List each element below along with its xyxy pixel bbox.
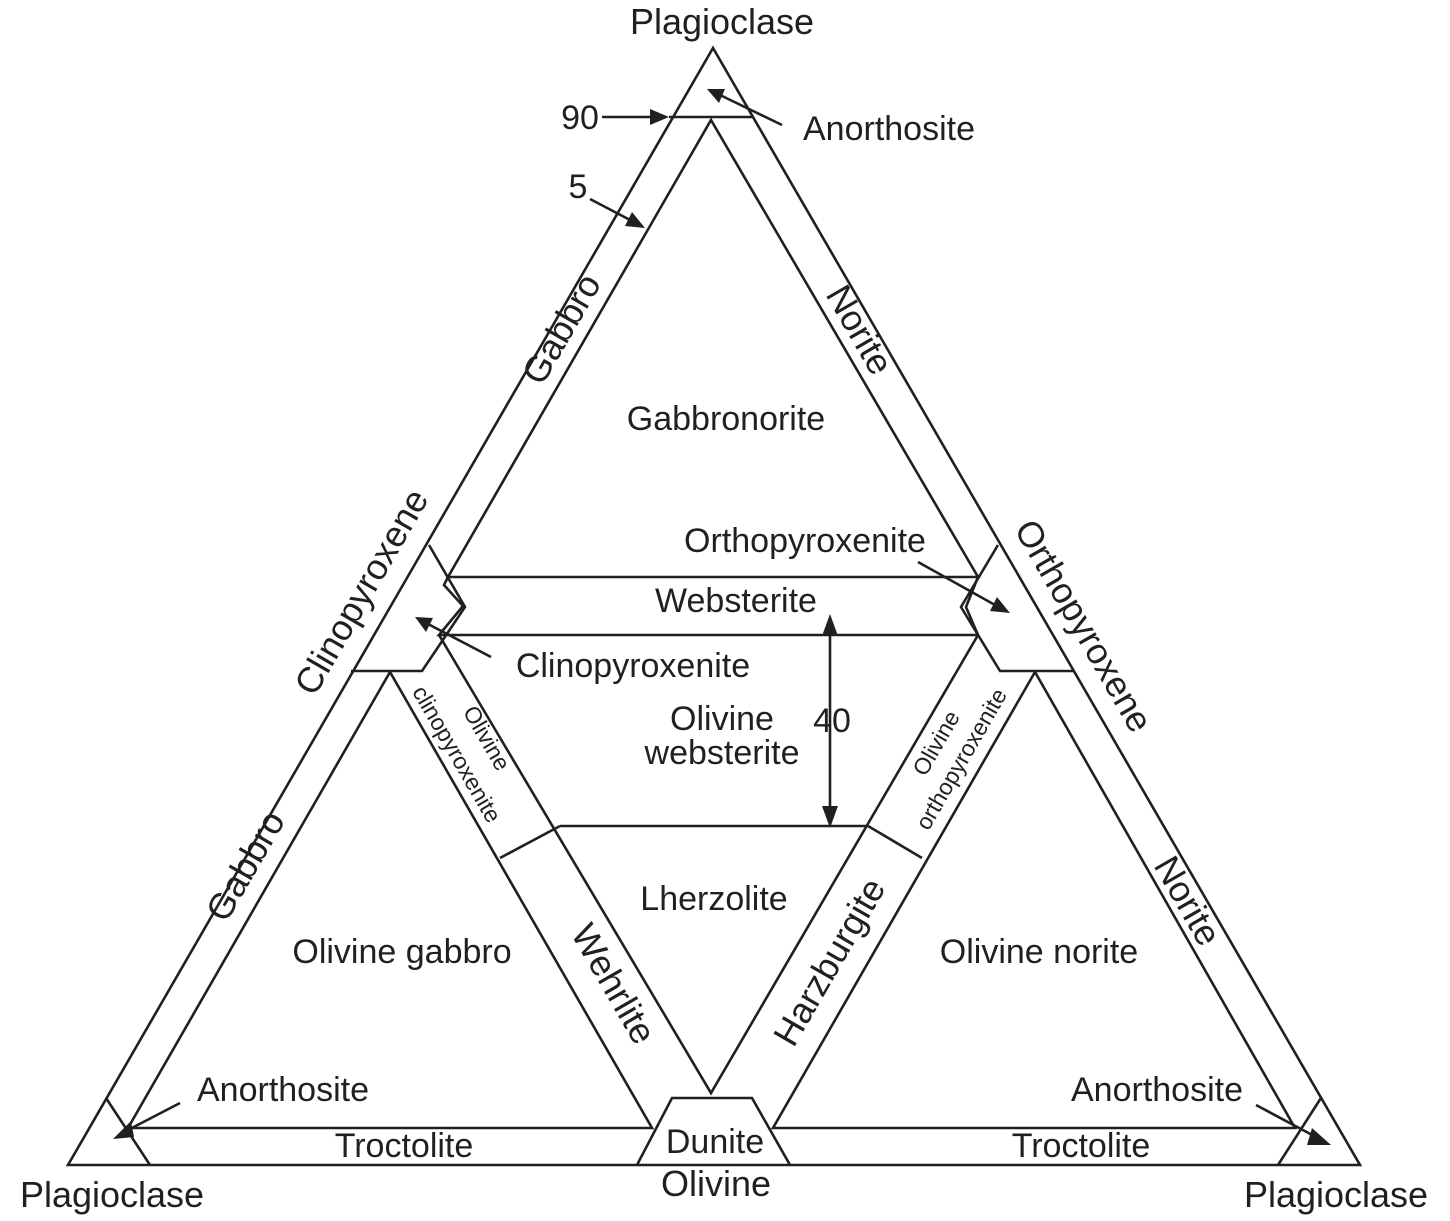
marker-40: 40 bbox=[813, 702, 851, 740]
inner-inverted-triangle bbox=[437, 634, 980, 1096]
region-norite-upper: Norite bbox=[818, 278, 902, 382]
region-troctolite-right: Troctolite bbox=[1012, 1127, 1151, 1165]
region-clinopyroxenite: Clinopyroxenite bbox=[516, 647, 750, 685]
right-anorthosite-corner bbox=[1276, 1097, 1323, 1166]
vertex-label-bottom: Olivine bbox=[661, 1163, 771, 1204]
vertex-label-right: Plagioclase bbox=[1244, 1174, 1428, 1215]
region-dunite: Dunite bbox=[666, 1123, 764, 1161]
region-gabbronorite: Gabbronorite bbox=[627, 400, 825, 438]
region-anorthosite-top: Anorthosite bbox=[803, 110, 975, 148]
vertex-label-left: Plagioclase bbox=[20, 1174, 204, 1215]
outer-triangle bbox=[65, 45, 1363, 1167]
region-olivine-websterite-line1: Olivine bbox=[670, 700, 774, 738]
edge-label-clinopyroxene: Clinopyroxene bbox=[286, 482, 437, 702]
arrows bbox=[113, 89, 1331, 1145]
vertex-label-top: Plagioclase bbox=[630, 1, 814, 42]
region-olivine-gabbro: Olivine gabbro bbox=[292, 933, 511, 971]
region-orthopyroxenite: Orthopyroxenite bbox=[684, 522, 926, 560]
lower-left-triangle bbox=[125, 669, 655, 1130]
region-troctolite-left: Troctolite bbox=[335, 1127, 474, 1165]
region-olivine-norite: Olivine norite bbox=[940, 933, 1138, 971]
region-olivine-websterite-line2: websterite bbox=[644, 734, 800, 772]
region-wehrlite: Wehrlite bbox=[563, 917, 664, 1051]
region-norite-lower: Norite bbox=[1146, 849, 1230, 953]
dunite-trapezoid bbox=[635, 1096, 792, 1166]
olivine-orthopyroxenite-divider bbox=[867, 824, 923, 860]
region-gabbro-upper: Gabbro bbox=[513, 267, 609, 391]
orthopyroxenite-box bbox=[959, 544, 1074, 673]
marker-5: 5 bbox=[569, 168, 588, 206]
region-websterite: Websterite bbox=[655, 582, 817, 620]
olivine-clinopyroxenite-divider bbox=[499, 824, 561, 860]
edge-label-orthopyroxene: Orthopyroxene bbox=[1007, 512, 1162, 739]
region-anorthosite-right: Anorthosite bbox=[1071, 1071, 1243, 1109]
marker-90: 90 bbox=[561, 99, 599, 137]
lower-right-triangle bbox=[770, 669, 1298, 1130]
region-anorthosite-left: Anorthosite bbox=[197, 1071, 369, 1109]
upper-inner-triangle bbox=[445, 117, 981, 579]
clinopyroxenite-box bbox=[351, 544, 467, 673]
region-lherzolite: Lherzolite bbox=[640, 880, 787, 918]
